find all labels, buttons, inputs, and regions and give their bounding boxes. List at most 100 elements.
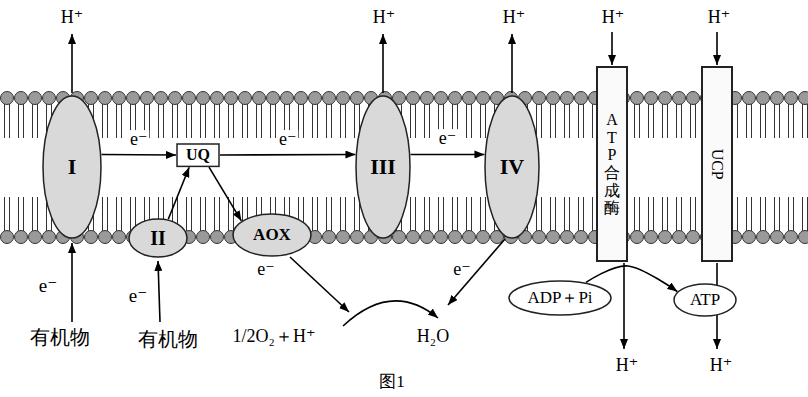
lipid-head bbox=[785, 231, 798, 244]
lipid-tail bbox=[33, 197, 38, 231]
lipid-tail bbox=[649, 197, 654, 231]
lipid-head bbox=[113, 92, 126, 105]
lipid-tail bbox=[411, 104, 416, 138]
lipid-head bbox=[337, 231, 350, 244]
electron-label: e⁻ bbox=[129, 286, 147, 307]
lipid-head bbox=[183, 92, 196, 105]
lipid-head bbox=[211, 92, 224, 105]
ellipse-shape bbox=[43, 96, 101, 238]
lipid-tail bbox=[257, 104, 262, 138]
proton-arrow bbox=[511, 34, 513, 93]
lipid-head bbox=[127, 92, 140, 105]
lipid-head bbox=[239, 92, 252, 105]
lipid-head bbox=[323, 92, 336, 105]
electron-arrow bbox=[158, 261, 160, 322]
lipid-tail bbox=[201, 197, 206, 231]
lipid-head bbox=[155, 92, 168, 105]
complex-protein: IV bbox=[484, 95, 540, 239]
edge-label: e⁻ bbox=[128, 130, 150, 150]
lipid-tail bbox=[425, 197, 430, 231]
complex-protein: I bbox=[42, 95, 102, 239]
lipid-head bbox=[29, 231, 42, 244]
lipid-tail bbox=[313, 197, 318, 231]
lipid-tail bbox=[775, 104, 780, 138]
lipid-tail bbox=[187, 197, 192, 231]
rect-shape bbox=[702, 67, 732, 261]
lipid-head bbox=[449, 231, 462, 244]
lipid-tail bbox=[537, 104, 542, 138]
lipid-head bbox=[85, 231, 98, 244]
rect-shape bbox=[177, 144, 219, 166]
lipid-tail bbox=[313, 104, 318, 138]
complex-protein: II bbox=[128, 218, 188, 258]
lipid-head bbox=[85, 92, 98, 105]
lipid-head bbox=[757, 231, 770, 244]
substrate-ellipse: ADP＋Pi bbox=[508, 280, 612, 316]
figure-caption: 图1 bbox=[379, 373, 405, 392]
lipid-tail bbox=[467, 104, 472, 138]
lipid-head bbox=[421, 231, 434, 244]
product-ellipse: ATP bbox=[673, 283, 737, 317]
node-text: IV bbox=[500, 154, 524, 179]
lipid-tail bbox=[439, 197, 444, 231]
lipid-tail bbox=[117, 104, 122, 138]
electron-label: e⁻ bbox=[257, 260, 275, 280]
ellipse-shape bbox=[674, 284, 736, 316]
rect-shape bbox=[597, 67, 627, 261]
lipid-head bbox=[547, 231, 560, 244]
lipid-tail bbox=[271, 104, 276, 138]
node-text: I bbox=[68, 154, 77, 179]
lipid-tail bbox=[537, 197, 542, 231]
lipid-head bbox=[99, 92, 112, 105]
lipid-tail bbox=[691, 104, 696, 138]
lipid-head bbox=[407, 92, 420, 105]
lipid-head bbox=[351, 231, 364, 244]
lipid-head bbox=[477, 231, 490, 244]
ellipse-shape bbox=[233, 214, 311, 256]
lipid-tail bbox=[691, 197, 696, 231]
lipid-head bbox=[1, 231, 14, 244]
lipid-tail bbox=[467, 197, 472, 231]
electron-arrow bbox=[290, 257, 349, 312]
ellipse-shape bbox=[129, 219, 187, 257]
node-text: ATP bbox=[690, 290, 720, 310]
ion-label: H⁺ bbox=[710, 356, 733, 376]
proton-arrow bbox=[623, 263, 625, 349]
substrate-label: 有机物 bbox=[138, 328, 198, 350]
electron-label: e⁻ bbox=[453, 260, 471, 280]
lipid-tail bbox=[579, 104, 584, 138]
lipid-head bbox=[281, 92, 294, 105]
lipid-tail bbox=[579, 197, 584, 231]
lipid-tail bbox=[19, 104, 24, 138]
lipid-tail bbox=[565, 104, 570, 138]
electron-label: e⁻ bbox=[39, 276, 57, 297]
ion-label: H⁺ bbox=[503, 8, 526, 28]
ion-label: H⁺ bbox=[708, 8, 731, 28]
lipid-head bbox=[687, 231, 700, 244]
lipid-tail bbox=[201, 104, 206, 138]
lipid-tail bbox=[565, 197, 570, 231]
edge-label: e⁻ bbox=[277, 130, 299, 150]
channel-protein: ATP合成酶 bbox=[596, 66, 628, 262]
lipid-tail bbox=[803, 197, 808, 231]
lipid-tail bbox=[663, 197, 668, 231]
lipid-head bbox=[463, 231, 476, 244]
lipid-head bbox=[659, 92, 672, 105]
ion-label: H⁺ bbox=[616, 356, 639, 376]
lipid-tail bbox=[677, 197, 682, 231]
lipid-head bbox=[631, 231, 644, 244]
edge-label: e⁻ bbox=[437, 130, 459, 150]
lipid-head bbox=[225, 92, 238, 105]
ion-label: H⁺ bbox=[602, 8, 625, 28]
electron-connector bbox=[209, 167, 241, 221]
proton-arrow bbox=[611, 32, 613, 65]
lipid-head bbox=[421, 92, 434, 105]
node-text: UQ bbox=[186, 146, 210, 164]
lipid-head bbox=[15, 231, 28, 244]
lipid-head bbox=[113, 231, 126, 244]
lipid-head bbox=[785, 92, 798, 105]
electron-connector bbox=[168, 167, 189, 219]
lipid-head bbox=[1, 92, 14, 105]
lipid-head bbox=[561, 92, 574, 105]
ellipse-shape bbox=[485, 96, 539, 238]
